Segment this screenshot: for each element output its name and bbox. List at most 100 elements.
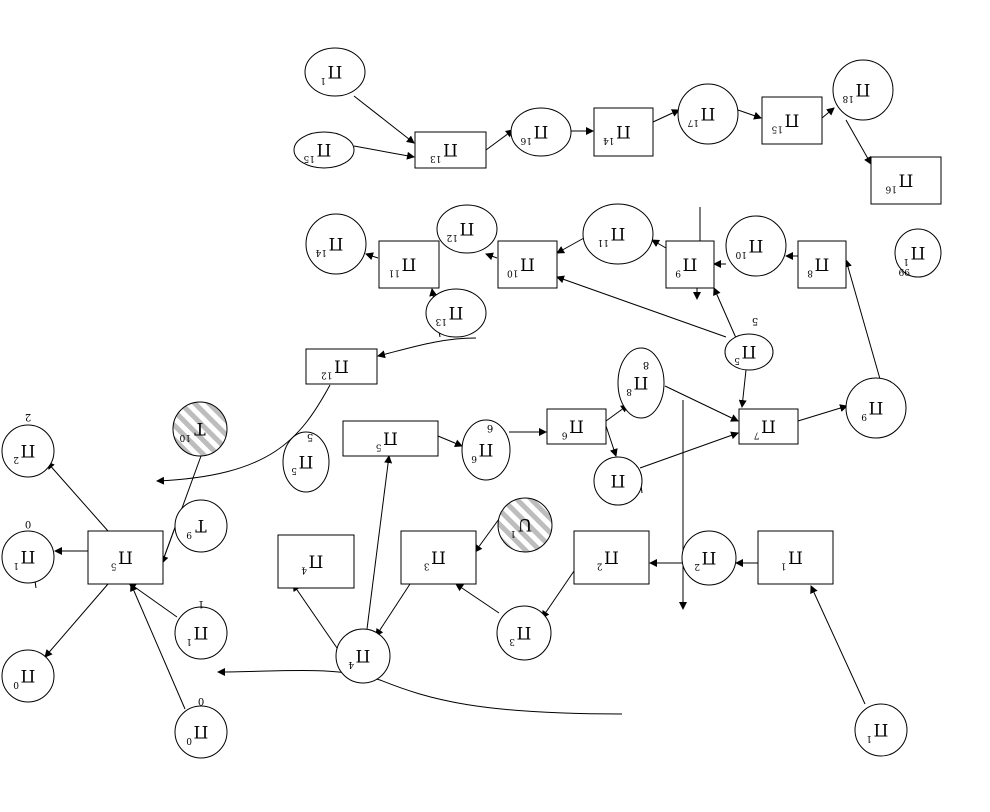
place-node-c-1: Π1: [174, 606, 228, 660]
node-label: Π: [899, 170, 914, 190]
edge-arrow: [713, 287, 737, 339]
node-label: Π: [299, 451, 314, 471]
node-label-group: Π1: [13, 546, 35, 570]
edge-arrow: [844, 259, 881, 380]
node-label-group: Π7: [754, 416, 776, 440]
node-label-group: Π0: [186, 721, 208, 745]
place-node-c-9: Π9: [845, 377, 907, 439]
box-outline: [400, 530, 477, 585]
node-label: Π: [329, 233, 344, 253]
node-sup: 9: [861, 411, 867, 421]
process-box-r-2: Π2: [573, 530, 650, 585]
edge-arrow: [738, 369, 747, 408]
circle-outline: [725, 215, 787, 277]
edge-arrow: [160, 521, 178, 564]
circle-outline: [593, 456, 643, 506]
node-sup: 1: [186, 636, 192, 646]
node-sup: 9: [675, 268, 681, 278]
edge-arrow: [556, 275, 727, 338]
circle-outline: [174, 705, 228, 759]
node-sup: 1: [510, 528, 516, 538]
node-label-group: Π6: [562, 416, 584, 440]
node-sup: 6: [562, 430, 568, 440]
node-sup: 14: [315, 247, 327, 257]
place-node-c-14: Π14: [305, 213, 367, 275]
node-sup: 16: [520, 135, 532, 145]
node-sup: 2: [694, 561, 700, 571]
node-label-group: Π15: [303, 139, 331, 163]
box-outline: [497, 240, 558, 289]
place-node-c-5b: Π5: [724, 333, 774, 371]
edge-curve: [217, 667, 623, 715]
node-sup: 8: [626, 386, 632, 396]
node-label: Π: [194, 721, 209, 741]
box-outline: [757, 530, 834, 585]
edge-arrow: [541, 570, 575, 619]
edge-arrow: [605, 425, 618, 457]
node-label-group: Π5: [291, 451, 313, 475]
node-sup: 2: [597, 561, 603, 571]
node-label: Π: [309, 551, 324, 571]
place-node-c-11: Π11: [582, 203, 654, 265]
circle-outline: [845, 377, 907, 439]
process-box-r-top13: Π13: [414, 131, 487, 169]
node-sup: 0: [13, 679, 19, 689]
edge-arrow: [130, 583, 186, 710]
box-outline: [277, 534, 355, 589]
place-node-c-8: Π8: [617, 347, 665, 419]
node-label-group: Π8: [626, 372, 648, 396]
node-label: Π: [761, 416, 776, 436]
edge-arrow: [128, 582, 178, 618]
place-node-c-L0: Π0: [1, 649, 55, 703]
node-label: Π: [431, 547, 446, 567]
edge-arrow: [455, 583, 500, 614]
box-outline: [738, 408, 799, 445]
node-label: Π: [460, 218, 475, 238]
edge-arrow: [485, 252, 498, 261]
node-label: Π: [479, 439, 494, 459]
circle-outline: [510, 107, 572, 157]
node-label-group: Π13: [430, 139, 458, 163]
node-label: Π: [911, 242, 926, 262]
node-label: Π: [449, 302, 464, 322]
circle-outline: [496, 605, 552, 661]
place-node-c-6: Π6: [461, 419, 511, 481]
place-node-c-top17: Π17: [677, 83, 739, 145]
place-node-c-L2: Π2: [1, 424, 55, 478]
process-box-r-3: Π3: [400, 530, 477, 585]
node-label-group: Π10: [507, 254, 535, 278]
process-box-r-top14: Π14: [593, 107, 654, 157]
node-sup: 17: [687, 117, 699, 127]
node-label-group: Π2: [13, 440, 35, 464]
circle-outline: [335, 628, 391, 684]
box-outline: [797, 240, 847, 289]
node-label: Π: [21, 665, 36, 685]
node-label-group: Π10: [735, 235, 763, 259]
edge-arrow: [652, 109, 680, 123]
process-box-r-11: Π11: [378, 240, 440, 289]
place-node-c-L1: Π1: [1, 530, 55, 584]
node-label-group: Π15: [771, 110, 799, 134]
circle-outline: [436, 204, 498, 254]
circle-outline: [174, 606, 228, 660]
edges-layer: [34, 95, 881, 715]
free-label: 6: [487, 422, 493, 433]
node-label-group: Π5: [734, 341, 756, 365]
node-label-group: Π12: [447, 218, 475, 242]
box-outline: [378, 240, 440, 289]
node-label: Π: [520, 254, 535, 274]
node-label-group: Π13: [435, 302, 463, 326]
node-sup: 5: [734, 355, 740, 365]
edge-arrow: [437, 435, 463, 447]
node-label: Π: [534, 121, 549, 141]
node-sup: 11: [389, 268, 400, 278]
box-outline: [87, 530, 164, 585]
process-box-r-10: Π10: [497, 240, 558, 289]
box-outline: [342, 420, 439, 457]
node-label-group: Π9: [675, 254, 697, 278]
node-label: Π: [874, 719, 889, 739]
node-label-group: Π1: [781, 547, 803, 571]
box-outline: [546, 408, 607, 445]
node-sup: 0: [186, 735, 192, 745]
